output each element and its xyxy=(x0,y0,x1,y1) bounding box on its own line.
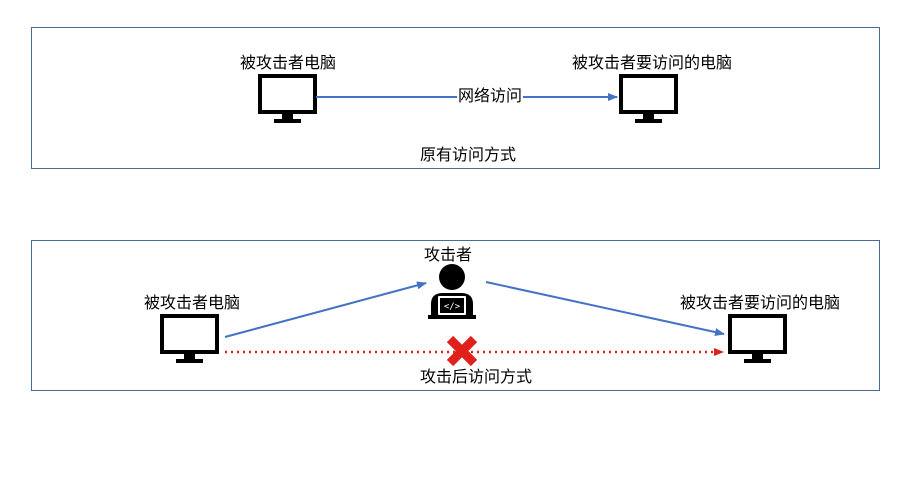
monitor-icon xyxy=(160,314,219,363)
original-access-caption: 原有访问方式 xyxy=(420,145,517,164)
network-access-label: 网络访问 xyxy=(457,86,524,106)
monitor-icon xyxy=(728,314,787,363)
monitor-icon xyxy=(619,74,678,123)
target-computer-label: 被攻击者要访问的电脑 xyxy=(680,293,841,312)
red-x-icon xyxy=(446,335,478,367)
attacker-to-target-arrow xyxy=(485,281,725,336)
target-computer-label: 被攻击者要访问的电脑 xyxy=(572,53,733,72)
victim-computer-label: 被攻击者电脑 xyxy=(144,293,241,312)
victim-computer-label: 被攻击者电脑 xyxy=(240,53,337,72)
attacker-label: 攻击者 xyxy=(424,245,473,264)
attacked-access-caption: 攻击后访问方式 xyxy=(420,367,533,386)
victim-to-attacker-arrow xyxy=(224,281,427,338)
monitor-icon xyxy=(258,74,317,123)
svg-text:</>: </> xyxy=(444,302,461,312)
hacker-laptop-icon: </> xyxy=(428,264,476,319)
